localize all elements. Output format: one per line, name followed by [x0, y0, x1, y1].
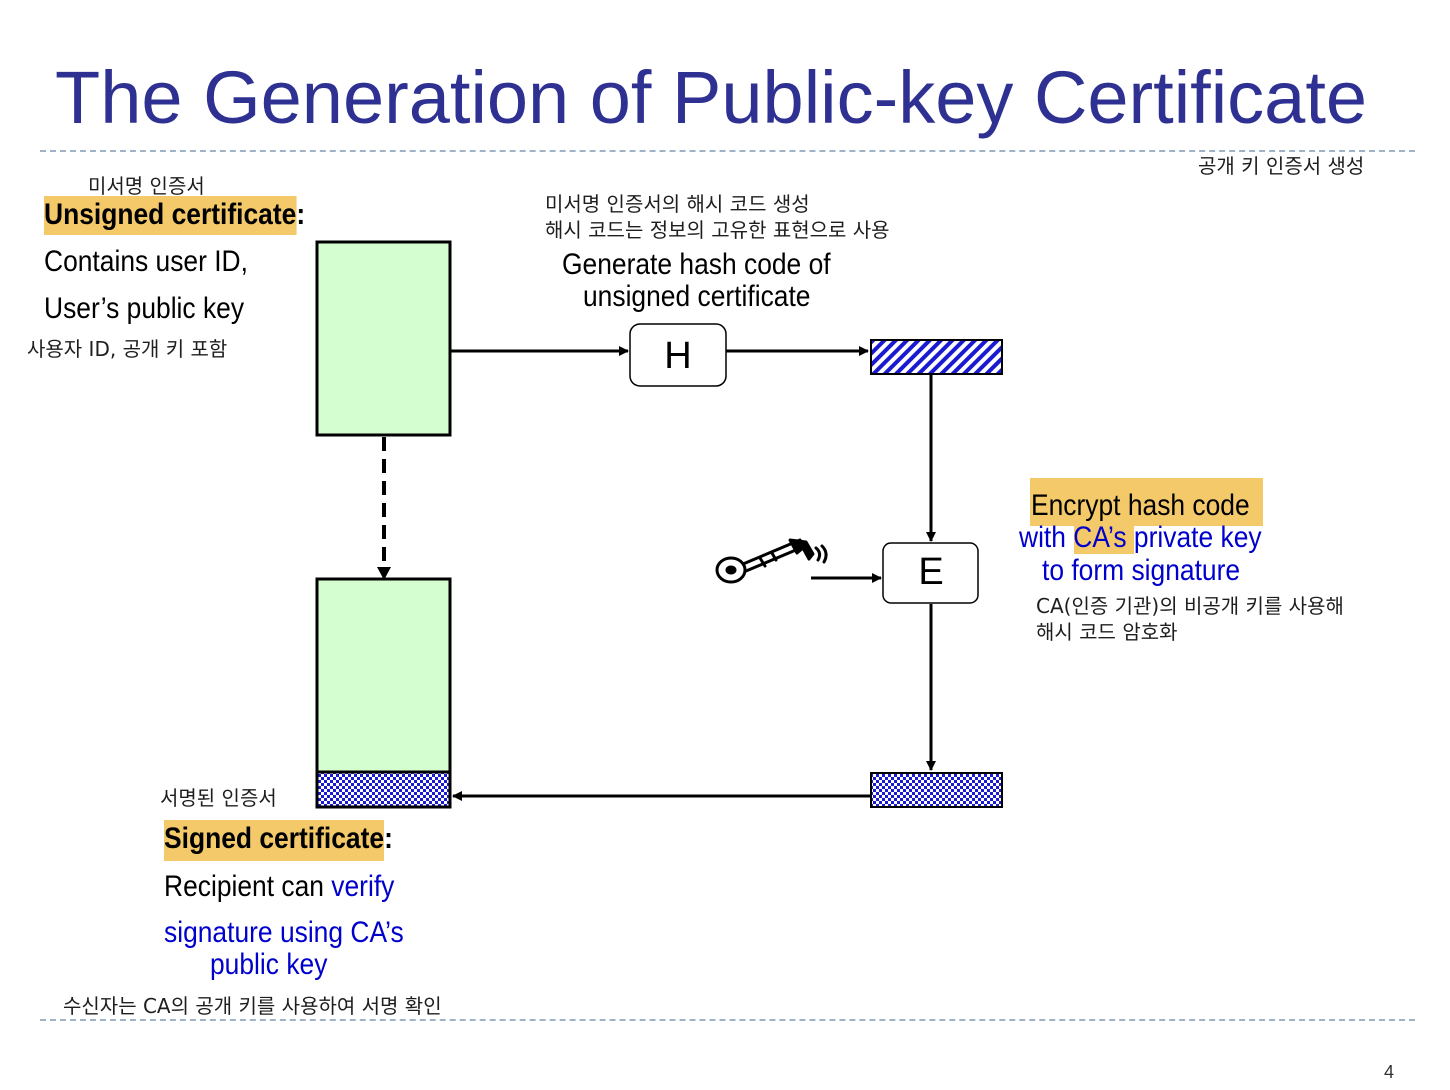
- signed-line1-verify: verify: [331, 870, 395, 903]
- signed-colon: :: [384, 822, 393, 855]
- signed-certificate-box: [315, 577, 452, 774]
- signed-note-korean: 수신자는 CA의 공개 키를 사용하여 서명 확인: [63, 994, 442, 1018]
- encrypt-korean-line1: CA(인증 기관)의 비공개 키를 사용해: [1036, 594, 1344, 618]
- page-title: The Generation of Public-key Certificate: [55, 56, 1368, 139]
- encrypt-korean-line2: 해시 코드 암호화: [1036, 620, 1178, 644]
- hash-caption-line2: unsigned certificate: [583, 280, 811, 313]
- signed-certificate-title: Signed certificate: [164, 820, 385, 861]
- encrypt-line3: to form signature: [1042, 554, 1241, 587]
- unsigned-certificate-box: [315, 240, 452, 437]
- signed-certificate-signature: [315, 770, 452, 809]
- encrypt-function-label: E: [918, 551, 943, 593]
- dashed-arrow-head: [377, 567, 391, 580]
- encrypt-line2-with: with: [1019, 521, 1074, 554]
- unsigned-certificate-title: Unsigned certificate: [44, 196, 297, 235]
- unsigned-korean-label: 미서명 인증서: [88, 174, 205, 198]
- unsigned-colon: :: [296, 198, 306, 231]
- hash-function-label: H: [664, 335, 691, 377]
- encrypt-function-box: [882, 542, 979, 604]
- subtitle-korean: 공개 키 인증서 생성: [1198, 154, 1365, 178]
- hash-korean-line2: 해시 코드는 정보의 고유한 표현으로 사용: [545, 218, 890, 242]
- signed-line3: public key: [210, 948, 328, 981]
- hash-caption-line1: Generate hash code of: [562, 248, 831, 281]
- page-number: 4: [1384, 1062, 1395, 1082]
- hash-code-block: [870, 339, 1003, 375]
- encrypt-highlight: [1030, 478, 1263, 526]
- bottom-divider: [40, 1019, 1415, 1021]
- encrypt-line2-ca: CA’s: [1073, 521, 1127, 554]
- signed-line1-recipient: Recipient can: [164, 870, 332, 903]
- ca-highlight: [1074, 526, 1134, 554]
- top-divider: [40, 150, 1415, 152]
- signature-block: [870, 772, 1003, 808]
- encrypt-line2-private-key: private key: [1126, 521, 1262, 554]
- encrypt-line2: with CA’s private key: [1019, 521, 1262, 555]
- signed-line2: signature using CA’s: [164, 916, 404, 949]
- unsigned-note-korean: 사용자 ID, 공개 키 포함: [27, 337, 228, 361]
- hash-korean-line1: 미서명 인증서의 해시 코드 생성: [545, 192, 810, 216]
- signed-line1: Recipient can verify: [164, 870, 394, 904]
- signed-korean-label: 서명된 인증서: [160, 786, 277, 810]
- encrypt-line1: Encrypt hash code: [1031, 489, 1250, 522]
- unsigned-certificate-label: Unsigned certificate:: [44, 196, 306, 235]
- signed-certificate-label: Signed certificate:: [164, 820, 393, 861]
- unsigned-line1: Contains user ID,: [44, 245, 248, 278]
- key-icon: [715, 538, 828, 584]
- unsigned-line2: User’s public key: [44, 292, 245, 325]
- hash-function-box: [629, 323, 727, 387]
